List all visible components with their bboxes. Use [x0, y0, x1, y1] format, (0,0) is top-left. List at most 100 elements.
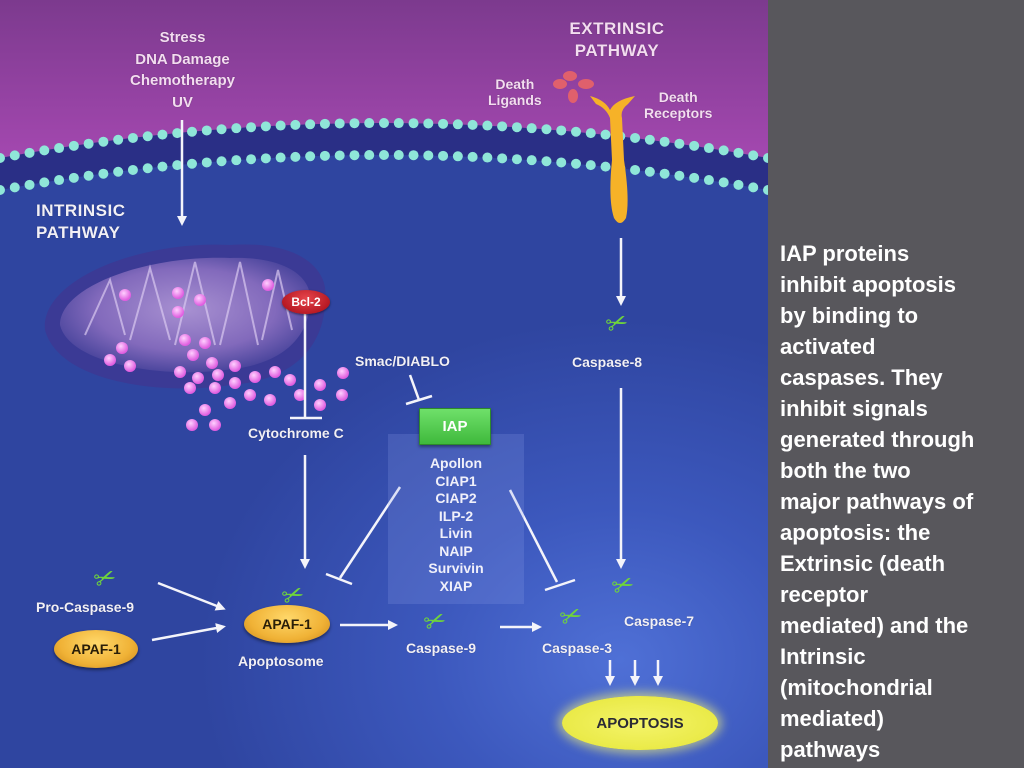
- lipid-head: [748, 150, 759, 161]
- lipid-head: [349, 150, 360, 161]
- cytochrome-dot: [174, 366, 186, 378]
- caspase3-label: Caspase-3: [542, 640, 613, 656]
- iap-member: Livin: [439, 525, 473, 541]
- lipid-head: [703, 143, 714, 154]
- lipid-head: [423, 118, 434, 129]
- cytochrome-dot: [119, 289, 131, 301]
- lipid-head: [113, 166, 124, 177]
- lipid-head: [305, 119, 316, 130]
- extrinsic-pathway-title: EXTRINSIC PATHWAY: [557, 18, 677, 62]
- lipid-head: [9, 150, 20, 161]
- lipid-head: [364, 150, 375, 161]
- death-ligands-line-1: Death: [495, 76, 535, 92]
- lipid-head: [644, 134, 655, 145]
- stress-label: Stress: [159, 29, 206, 46]
- caspase7-label: Caspase-7: [624, 613, 695, 629]
- lipid-head: [127, 164, 138, 175]
- cytochrome-c-molecules: [104, 279, 349, 431]
- lipid-head: [379, 150, 389, 160]
- cytochrome-dot: [337, 367, 349, 379]
- lipid-head: [334, 118, 345, 129]
- death-ligands-label: Death Ligands: [488, 76, 542, 108]
- lipid-head: [54, 143, 65, 154]
- lipid-head: [393, 118, 404, 129]
- cytochrome-dot: [229, 377, 241, 389]
- lipid-head: [393, 150, 404, 161]
- lipid-head: [201, 157, 212, 168]
- lipid-head: [718, 177, 729, 188]
- cytochrome-dot: [186, 419, 198, 431]
- lipid-head: [260, 121, 271, 132]
- cytochrome-dot: [199, 337, 211, 349]
- cytochrome-dot: [284, 374, 296, 386]
- lipid-head: [216, 156, 227, 167]
- lipid-head: [0, 153, 5, 163]
- cytochrome-dot: [212, 369, 224, 381]
- intrinsic-pathway-title: INTRINSIC PATHWAY: [36, 200, 126, 244]
- lipid-head: [260, 153, 271, 164]
- lipid-head: [290, 151, 301, 162]
- lipid-head: [526, 155, 537, 166]
- death-receptors-line-1: Death: [658, 89, 698, 105]
- lipid-head: [600, 161, 611, 172]
- extrinsic-title-line-1: EXTRINSIC: [569, 19, 665, 38]
- side-text-line: generated through: [780, 427, 975, 452]
- death-receptors-line-2: Receptors: [644, 105, 713, 121]
- inhibit-iap-caspase3: [508, 489, 576, 592]
- uv-label: UV: [172, 93, 193, 111]
- lipid-head: [748, 182, 759, 193]
- cytochrome-dot: [209, 382, 221, 394]
- arrow-apaf1-to-apoptosome: [151, 623, 226, 642]
- death-receptors-label: Death Receptors: [644, 89, 712, 121]
- lipid-head: [408, 118, 419, 129]
- lipid-head: [201, 125, 212, 136]
- lipid-head: [482, 152, 493, 163]
- iap-member: XIAP: [439, 577, 473, 594]
- lipid-head: [187, 158, 197, 169]
- lipid-head: [379, 118, 389, 128]
- lipid-head: [68, 172, 79, 183]
- cytochrome-dot: [199, 404, 211, 416]
- side-text-line: receptor: [780, 582, 869, 607]
- lipid-head: [497, 153, 508, 164]
- lipid-head: [511, 122, 522, 133]
- apoptosome-apaf1-oval: APAF-1: [244, 605, 330, 643]
- lipid-head: [319, 150, 330, 161]
- cytochrome-dot: [184, 382, 196, 394]
- caspase8-label: Caspase-8: [572, 354, 643, 370]
- lipid-head: [438, 150, 449, 161]
- cytochrome-dot: [229, 360, 241, 372]
- apoptosis-oval: APOPTOSIS: [562, 696, 718, 750]
- lipid-head: [68, 140, 79, 151]
- death-ligand-molecules: [553, 71, 594, 103]
- side-text-line: IAP proteins: [780, 241, 910, 266]
- smac-diablo-label: Smac/DIABLO: [355, 353, 450, 369]
- lipid-head: [275, 120, 286, 131]
- chemotherapy-label: Chemotherapy: [129, 72, 236, 89]
- extracellular-region: [0, 0, 768, 160]
- lipid-head: [659, 136, 670, 147]
- lipid-head: [659, 168, 670, 179]
- lipid-head: [585, 160, 596, 171]
- lipid-head: [763, 185, 768, 195]
- lipid-head: [630, 132, 641, 143]
- stress-labels: Stress DNA Damage Chemotherapy UV: [105, 27, 260, 113]
- lipid-head: [452, 151, 463, 162]
- lipid-head: [630, 164, 641, 175]
- lipid-head: [0, 185, 5, 195]
- iap-members-box: [388, 434, 524, 604]
- cytochrome-dot: [336, 389, 348, 401]
- lipid-head: [467, 151, 478, 162]
- death-receptor-icon: [590, 96, 635, 223]
- lipid-head: [423, 150, 434, 161]
- lipid-head: [319, 118, 330, 129]
- lipid-head: [54, 175, 65, 186]
- lipid-head: [98, 136, 109, 147]
- iap-member: NAIP: [439, 542, 473, 559]
- cytochrome-dot: [192, 372, 204, 384]
- lipid-head: [127, 132, 138, 143]
- caspase9-label: Caspase-9: [406, 640, 477, 656]
- iap-member: CIAP2: [435, 490, 477, 506]
- side-text-line: activated: [780, 334, 876, 359]
- lipid-head: [113, 134, 124, 145]
